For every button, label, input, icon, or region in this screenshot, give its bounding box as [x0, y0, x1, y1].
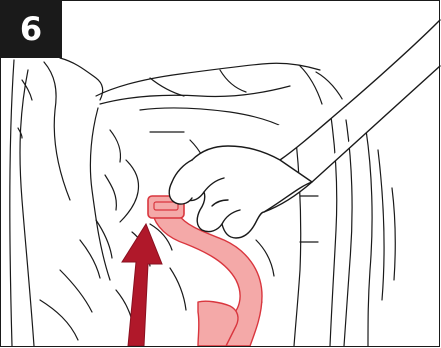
step-number: 6: [20, 13, 42, 45]
step-number-badge: 6: [0, 0, 62, 58]
